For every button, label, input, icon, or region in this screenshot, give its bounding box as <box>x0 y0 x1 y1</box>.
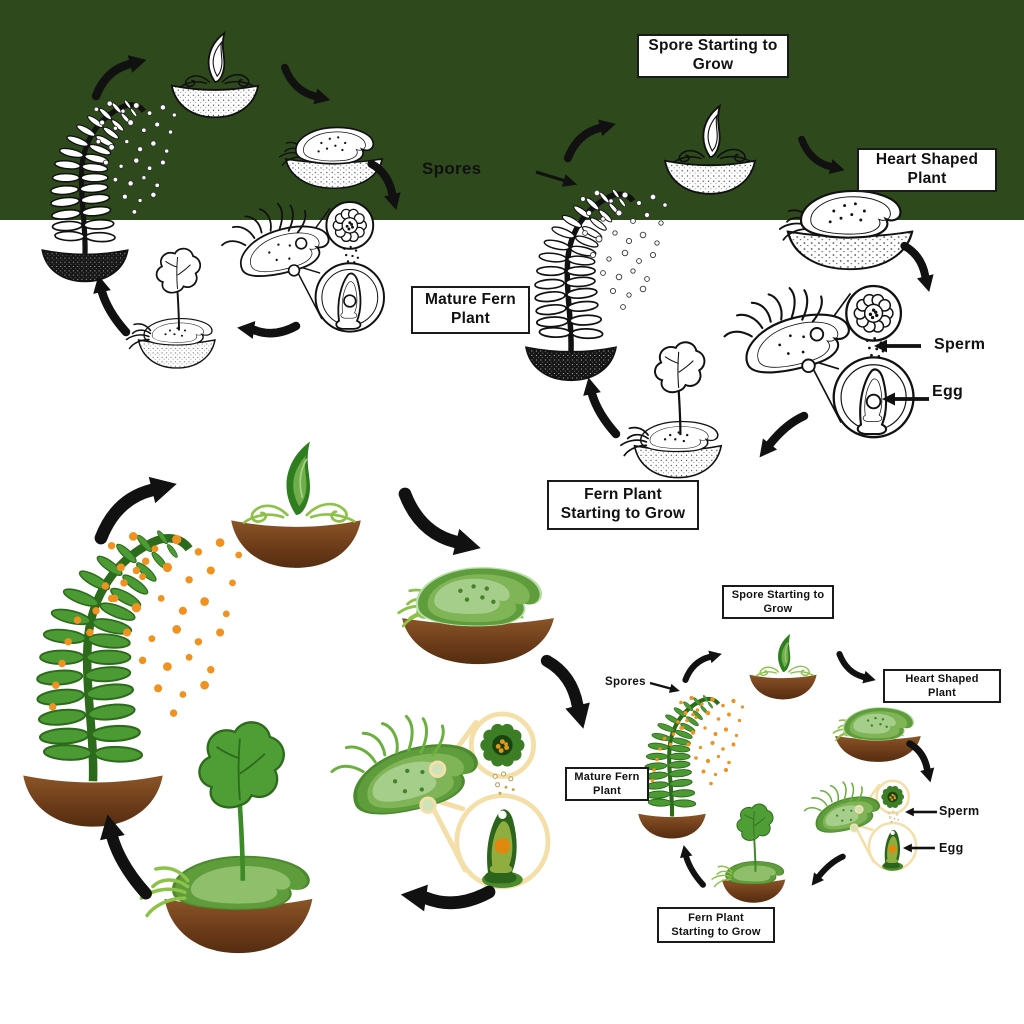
cycle-arrow <box>685 648 723 680</box>
label-egg-small: Egg <box>939 841 964 855</box>
label-line: Heart Shaped <box>905 672 979 685</box>
mature-fern-illustration <box>526 189 667 381</box>
cycle-arrow <box>96 51 149 96</box>
label-line: Fern Plant <box>688 911 744 924</box>
bottom-left-color-cycle <box>23 442 595 954</box>
fern-plant-starting-illustration <box>712 804 785 903</box>
label-line: Spore Starting to <box>731 588 825 601</box>
label-line: Mature Fern <box>425 291 516 309</box>
label-spore-starting-to-grow-small: Spore Starting to Grow <box>722 585 834 619</box>
cycle-arrow <box>236 319 296 339</box>
label-fern-plant-starting-to-grow: Fern Plant Starting to Grow <box>547 480 699 530</box>
label-line: Fern Plant <box>584 486 662 504</box>
label-spores: Spores <box>422 159 482 178</box>
label-spores-small: Spores <box>605 676 646 688</box>
label-spore-starting-to-grow: Spore Starting to Grow <box>637 34 789 78</box>
label-line: Plant <box>593 785 621 797</box>
spore-starting-to-grow-illustration <box>665 106 755 194</box>
label-sperm-small: Sperm <box>939 804 980 818</box>
label-egg: Egg <box>932 383 964 400</box>
cycle-arrow <box>399 881 489 911</box>
cycle-arrow <box>802 139 847 177</box>
label-line: Grow <box>692 56 734 73</box>
label-line: Heart Shaped <box>875 151 979 169</box>
cycle-arrow <box>101 471 180 538</box>
cycle-arrow <box>752 416 804 463</box>
fern-plant-starting-illustration <box>141 722 312 953</box>
cycle-arrow <box>568 116 618 159</box>
top-left-bw-cycle <box>42 33 404 368</box>
cycle-arrow <box>839 654 877 686</box>
mature-fern-illustration <box>42 99 176 281</box>
label-line: Spore Starting to <box>648 37 778 55</box>
label-fern-plant-starting-to-grow-small: Fern Plant Starting to Grow <box>657 907 775 943</box>
heart-shaped-plant-illustration <box>279 127 382 188</box>
label-heart-shaped-plant: Heart Shaped Plant <box>857 148 997 192</box>
cycle-arrow <box>678 844 703 885</box>
cycle-arrow <box>90 274 126 332</box>
spore-starting-to-grow-illustration <box>749 634 816 700</box>
label-line: Plant <box>928 687 956 699</box>
header-band <box>0 0 1024 220</box>
heart-shaped-plant-illustration <box>399 567 554 664</box>
label-line: Mature Fern <box>574 770 640 783</box>
gametophyte-sperm-egg-illustration <box>725 286 914 437</box>
label-line: Grow <box>763 603 793 615</box>
fern-plant-starting-illustration <box>621 342 721 477</box>
spores-pointer-arrow <box>534 165 580 191</box>
cycle-arrow <box>904 246 937 294</box>
cycle-arrow <box>580 376 616 434</box>
cycle-arrow <box>547 661 596 732</box>
gametophyte-sperm-egg-illustration <box>805 781 917 871</box>
fern-plant-starting-illustration <box>127 249 216 368</box>
label-line: Plant <box>451 310 490 327</box>
label-heart-shaped-plant-small: Heart Shaped Plant <box>883 669 1001 703</box>
spore-starting-to-grow-illustration <box>231 442 361 568</box>
cycle-arrow <box>285 68 332 108</box>
gametophyte-sperm-egg-illustration <box>332 714 548 888</box>
cycle-arrow <box>910 744 938 785</box>
label-line: Plant <box>907 170 947 187</box>
mature-fern-illustration <box>638 695 744 839</box>
label-line: Starting to Grow <box>560 505 686 522</box>
spore-starting-to-grow-illustration <box>172 33 258 117</box>
label-line: Starting to Grow <box>671 926 761 938</box>
label-mature-fern-plant-small: Mature Fern Plant <box>565 767 649 801</box>
cycle-arrow <box>371 164 404 212</box>
spores-pointer-arrow <box>648 678 682 696</box>
cycle-arrow <box>405 494 484 561</box>
heart-shaped-plant-illustration <box>780 191 912 269</box>
cycle-arrow <box>807 857 843 890</box>
label-mature-fern-plant: Mature Fern Plant <box>411 286 530 334</box>
heart-shaped-plant-illustration <box>833 707 920 762</box>
sperm-pointer-arrow <box>905 807 937 817</box>
label-sperm: Sperm <box>934 336 986 353</box>
gametophyte-sperm-egg-illustration <box>222 202 384 332</box>
